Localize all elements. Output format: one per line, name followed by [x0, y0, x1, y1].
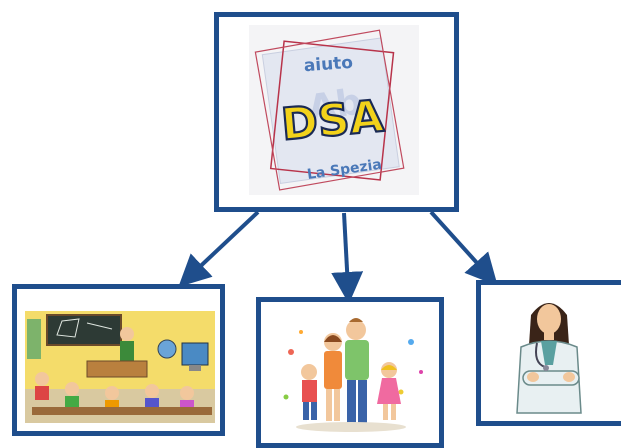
- root-node: Ab aiuto DSA La Spezia: [214, 12, 459, 212]
- svg-text:Ab: Ab: [306, 82, 365, 130]
- aiuto-dsa-logo: Ab aiuto DSA La Spezia: [249, 25, 419, 195]
- child-node-classroom: [12, 284, 225, 436]
- classroom-illustration: [17, 289, 220, 431]
- child-node-family: [256, 297, 444, 448]
- doctor-illustration: [481, 285, 621, 421]
- logo-line1: aiuto: [303, 53, 353, 76]
- arrow-to-family: [331, 212, 364, 304]
- logo-line2: DSA: [279, 91, 385, 151]
- arrow-to-classroom: [178, 210, 260, 287]
- family-illustration: [261, 302, 439, 443]
- arrow-to-doctor: [429, 210, 498, 286]
- child-node-doctor: [476, 280, 621, 426]
